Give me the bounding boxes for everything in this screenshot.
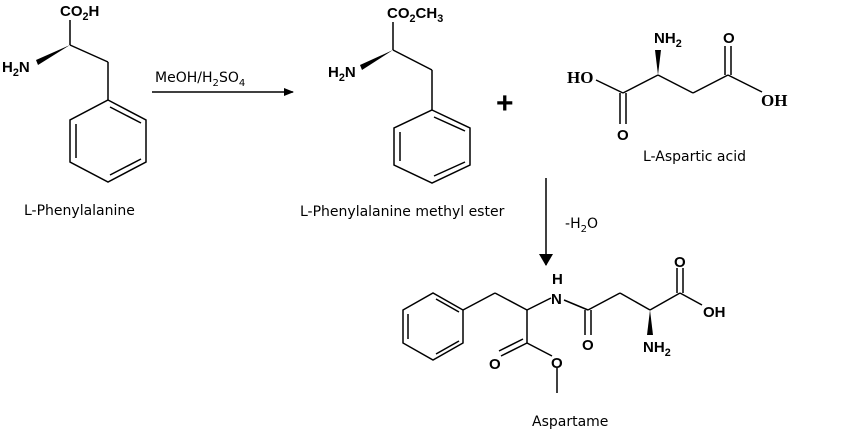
benzene-ring	[69, 99, 147, 183]
wedge-bond	[36, 45, 70, 65]
hydroxyl-left-label: HO	[567, 68, 593, 87]
carboxyl-label: CO2H	[60, 3, 99, 23]
ester-label: CO2CH3	[387, 5, 443, 25]
ester-carbonyl-o-label: O	[489, 356, 501, 373]
hydroxyl-right-label: OH	[761, 91, 787, 110]
aspartame-structure: H N O O O NH2 O OH	[402, 254, 726, 393]
wedge-bond	[647, 310, 653, 335]
phenylalanine-name: L-Phenylalanine	[24, 203, 135, 219]
amide-n-label: N	[551, 291, 562, 308]
oxygen-top-label: O	[723, 30, 735, 47]
amine-label: NH2	[654, 30, 682, 50]
amine-label: NH2	[643, 339, 671, 359]
amine-label: H2N	[2, 59, 30, 79]
acid-oh-label: OH	[703, 304, 726, 321]
methyl-ester-name: L-Phenylalanine methyl ester	[300, 204, 505, 220]
acid-o-label: O	[674, 254, 686, 271]
wedge-bond	[655, 50, 661, 75]
ester-o-label: O	[551, 355, 563, 372]
amide-h-label: H	[552, 271, 563, 288]
benzene-ring	[402, 292, 464, 361]
aspartame-name: Aspartame	[532, 414, 608, 430]
methyl-ester-structure: CO2CH3 H2N	[328, 5, 471, 184]
aspartic-acid-structure: HO O NH2 O OH	[567, 30, 787, 144]
reagent-label: MeOH/H2SO4	[155, 70, 245, 89]
amine-label: H2N	[328, 64, 356, 84]
amide-o-label: O	[582, 337, 594, 354]
oxygen-bottom-label: O	[617, 127, 629, 144]
wedge-bond	[360, 50, 393, 70]
benzene-ring	[393, 109, 471, 184]
plus-sign: +	[496, 87, 514, 120]
aspartic-acid-name: L-Aspartic acid	[643, 149, 746, 165]
phenylalanine-structure: CO2H H2N	[2, 3, 147, 183]
water-loss-label: -H2O	[565, 216, 598, 235]
